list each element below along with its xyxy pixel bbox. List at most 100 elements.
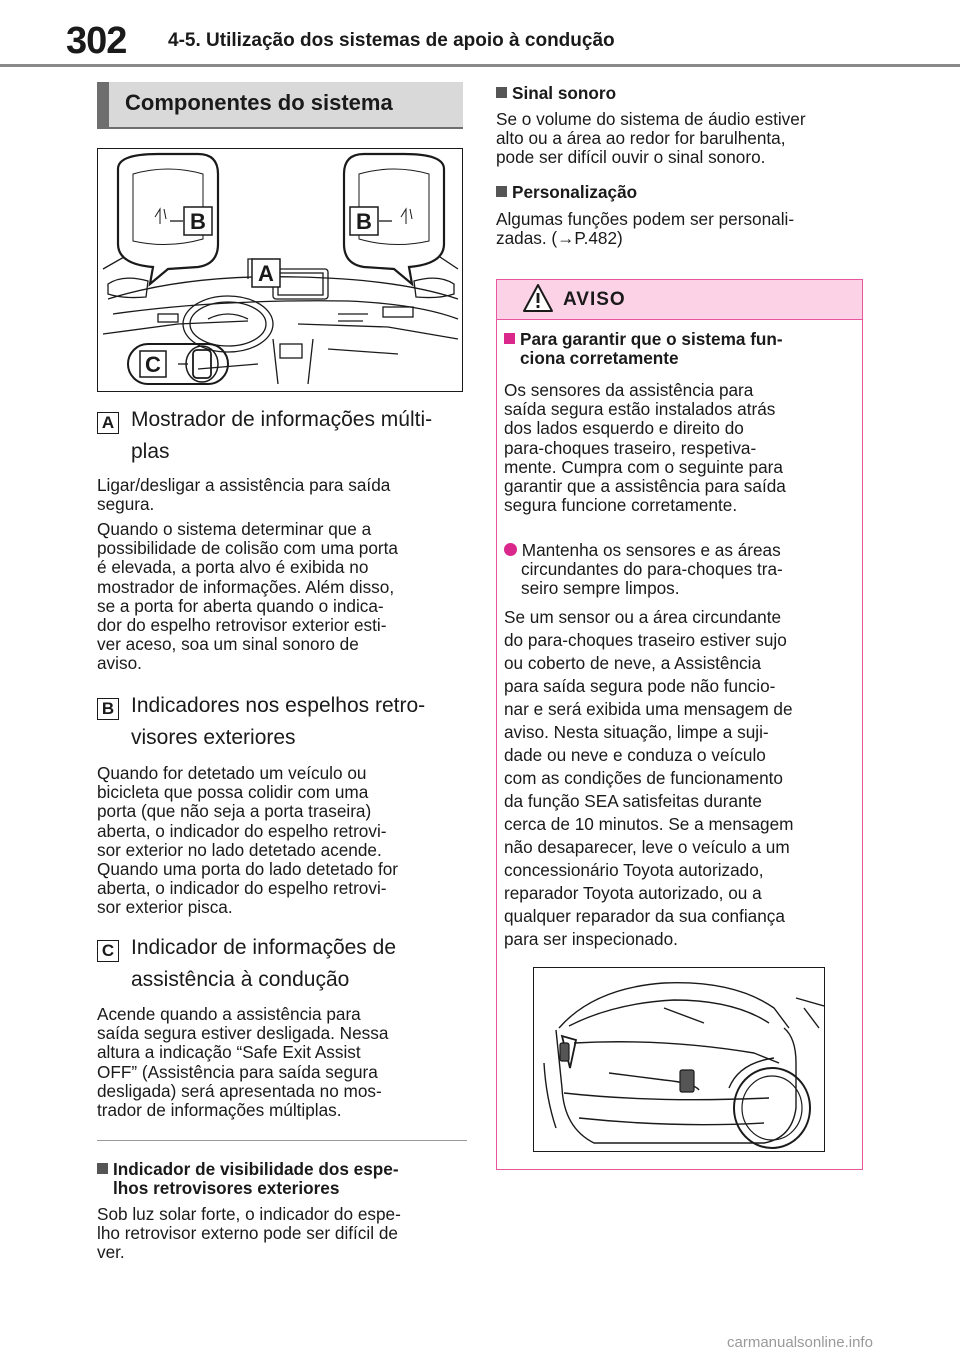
text-line: Quando uma porta do lado detetado for — [97, 859, 398, 880]
text-line: circundantes do para-choques tra- — [521, 559, 783, 580]
text-line: sor exterior pisca. — [97, 897, 233, 918]
subhead-text: Personalização — [512, 182, 638, 202]
text-line: para ser inspecionado. — [504, 929, 678, 949]
item-title: Indicadores nos espelhos retro- visores … — [131, 690, 467, 754]
item-c: C Indicador de informações de assistênci… — [97, 932, 467, 998]
visibility-heading: Indicador de visibilidade dos espe- lhos… — [97, 1159, 467, 1198]
text-line: aberta, o indicador do espelho retrovi- — [97, 878, 387, 899]
text-line: alto ou a área ao redor for barulhenta, — [496, 128, 786, 149]
text-line: bicicleta que possa colidir com uma — [97, 782, 369, 803]
personalizacao-body: Algumas funções podem ser personali- zad… — [496, 209, 866, 249]
subhead-text: Indicador de visibilidade dos espe- — [113, 1159, 399, 1179]
warning-body: Os sensores da assistência para saída se… — [504, 380, 854, 516]
item-a: A Mostrador de informações múlti- plas — [97, 404, 467, 470]
text-line: dor do espelho retrovisor exterior esti- — [97, 615, 387, 636]
warning-header — [497, 280, 862, 320]
text-line: não desaparecer, leve o veículo a um — [504, 837, 790, 857]
square-bullet-icon — [97, 1163, 108, 1174]
text-line: nar e será exibida uma mensagem de — [504, 699, 793, 719]
text-line: Se o volume do sistema de áudio estiver — [496, 109, 806, 129]
text-line: dade ou neve e conduza o veículo — [504, 745, 766, 765]
circle-bullet-icon — [504, 543, 517, 556]
square-bullet-icon — [496, 186, 507, 197]
text-line: ver aceso, soa um sinal sonoro de — [97, 634, 359, 655]
text-line: altura a indicação “Safe Exit Assist — [97, 1042, 361, 1063]
text-line: para saída segura pode não funcio- — [504, 676, 776, 696]
text-line: OFF” (Assistência para saída segura — [97, 1061, 378, 1082]
text-line: da função SEA satisfeitas durante — [504, 791, 762, 811]
item-title: Mostrador de informações múlti- plas — [131, 404, 467, 468]
text-line: ou coberto de neve, a Assistência — [504, 653, 762, 673]
rear-bumper-illustration — [533, 967, 825, 1152]
section-title: Componentes do sistema — [97, 82, 463, 127]
item-b: B Indicadores nos espelhos retro- visore… — [97, 690, 467, 756]
text-line: reparador Toyota autorizado, ou a — [504, 883, 762, 903]
text-line: é elevada, a porta alvo é exibida no — [97, 557, 369, 578]
separator-rule — [97, 1140, 467, 1141]
text-line: segura. — [97, 494, 155, 515]
text-line: do para-choques traseiro estiver sujo — [504, 630, 787, 650]
item-b-paragraph: Quando for detetado um veículo ou bicicl… — [97, 763, 467, 918]
footer-watermark: carmanualsonline.info — [727, 1334, 873, 1351]
warning-heading: Para garantir que o sistema fun- ciona c… — [504, 329, 854, 368]
warning-triangle-icon — [523, 284, 553, 312]
personalizacao-heading: Personalização — [496, 182, 866, 202]
item-title: Indicador de informações de assistência … — [131, 932, 467, 996]
warning-bullet: Mantenha os sensores e as áreas circunda… — [504, 540, 854, 599]
text-line: saída segura estiver desligada. Nessa — [97, 1023, 389, 1044]
text-line: concessionário Toyota autorizado, — [504, 860, 764, 880]
page-number: 302 — [66, 20, 127, 62]
item-title-line: visores exteriores — [131, 726, 296, 749]
text-line: seiro sempre limpos. — [521, 578, 680, 599]
item-badge: B — [97, 698, 119, 720]
subhead-text: Sinal sonoro — [512, 83, 617, 103]
item-title-line: plas — [131, 440, 170, 463]
text-line: ver. — [97, 1242, 125, 1263]
text-line: Ligar/desligar a assistência para saída — [97, 475, 391, 495]
text-line: Mantenha os sensores e as áreas — [521, 540, 781, 560]
text-line: Acende quando a assistência para — [97, 1004, 361, 1024]
warning-label: AVISO — [563, 289, 626, 310]
item-badge: A — [97, 412, 119, 434]
item-badge: C — [97, 940, 119, 962]
warning-box — [496, 279, 863, 1170]
text-line: cerca de 10 minutos. Se a mensagem — [504, 814, 794, 834]
text-line: Quando o sistema determinar que a — [97, 519, 372, 539]
text-line: Sob luz solar forte, o indicador do espe… — [97, 1204, 401, 1224]
figure-label-c: C — [145, 352, 161, 377]
text-line: aberta, o indicador do espelho retrovi- — [97, 820, 387, 841]
rear-bumper-drawing — [543, 982, 824, 1149]
text-line: Algumas funções podem ser personali- — [496, 209, 795, 229]
text-line: aviso. — [97, 653, 142, 674]
text-line: pode ser difícil ouvir o sinal sonoro. — [496, 147, 766, 168]
item-c-paragraph: Acende quando a assistência para saída s… — [97, 1004, 467, 1121]
figure-label-b-left: B — [190, 209, 206, 234]
visibility-body: Sob luz solar forte, o indicador do espe… — [97, 1204, 467, 1263]
sinal-body: Se o volume do sistema de áudio estiver … — [496, 109, 866, 168]
item-a-paragraph-2: Quando o sistema determinar que a possib… — [97, 519, 467, 674]
item-title-line: Indicador de informações de — [131, 936, 396, 959]
text-line: zadas. (→P.482) — [496, 228, 623, 249]
text-line: dos lados esquerdo e direito do — [504, 418, 744, 439]
figure-label-b-right: B — [356, 209, 372, 234]
text-line: Quando for detetado um veículo ou — [97, 763, 367, 783]
chapter-title: 4-5. Utilização dos sistemas de apoio à … — [168, 30, 615, 51]
header-rule — [0, 64, 960, 67]
text-line: possibilidade de colisão com uma porta — [97, 538, 398, 559]
text-line: se a porta for aberta quando o indica- — [97, 595, 384, 616]
text-line: mostrador de informações. Além disso, — [97, 576, 395, 597]
text-line: mente. Cumpra com o seguinte para — [504, 456, 783, 477]
text-line: segura funcione corretamente. — [504, 495, 738, 516]
text-line: para-choques traseiro, respetiva- — [504, 437, 757, 458]
sinal-heading: Sinal sonoro — [496, 83, 866, 103]
cockpit-drawing: B B A C — [102, 152, 459, 385]
text-line: com as condições de funcionamento — [504, 768, 783, 788]
square-bullet-icon — [504, 333, 515, 344]
text-line: garantir que a assistência para saída — [504, 476, 786, 497]
text-line: trador de informações múltiplas. — [97, 1100, 342, 1121]
item-a-paragraph-1: Ligar/desligar a assistência para saída … — [97, 475, 467, 515]
text-line: desligada) será apresentada no mos- — [97, 1080, 382, 1101]
text-line: qualquer reparador da sua confiança — [504, 906, 785, 926]
figure-label-a: A — [258, 261, 274, 286]
text-line: aviso. Nesta situação, limpe a suji- — [504, 722, 769, 742]
